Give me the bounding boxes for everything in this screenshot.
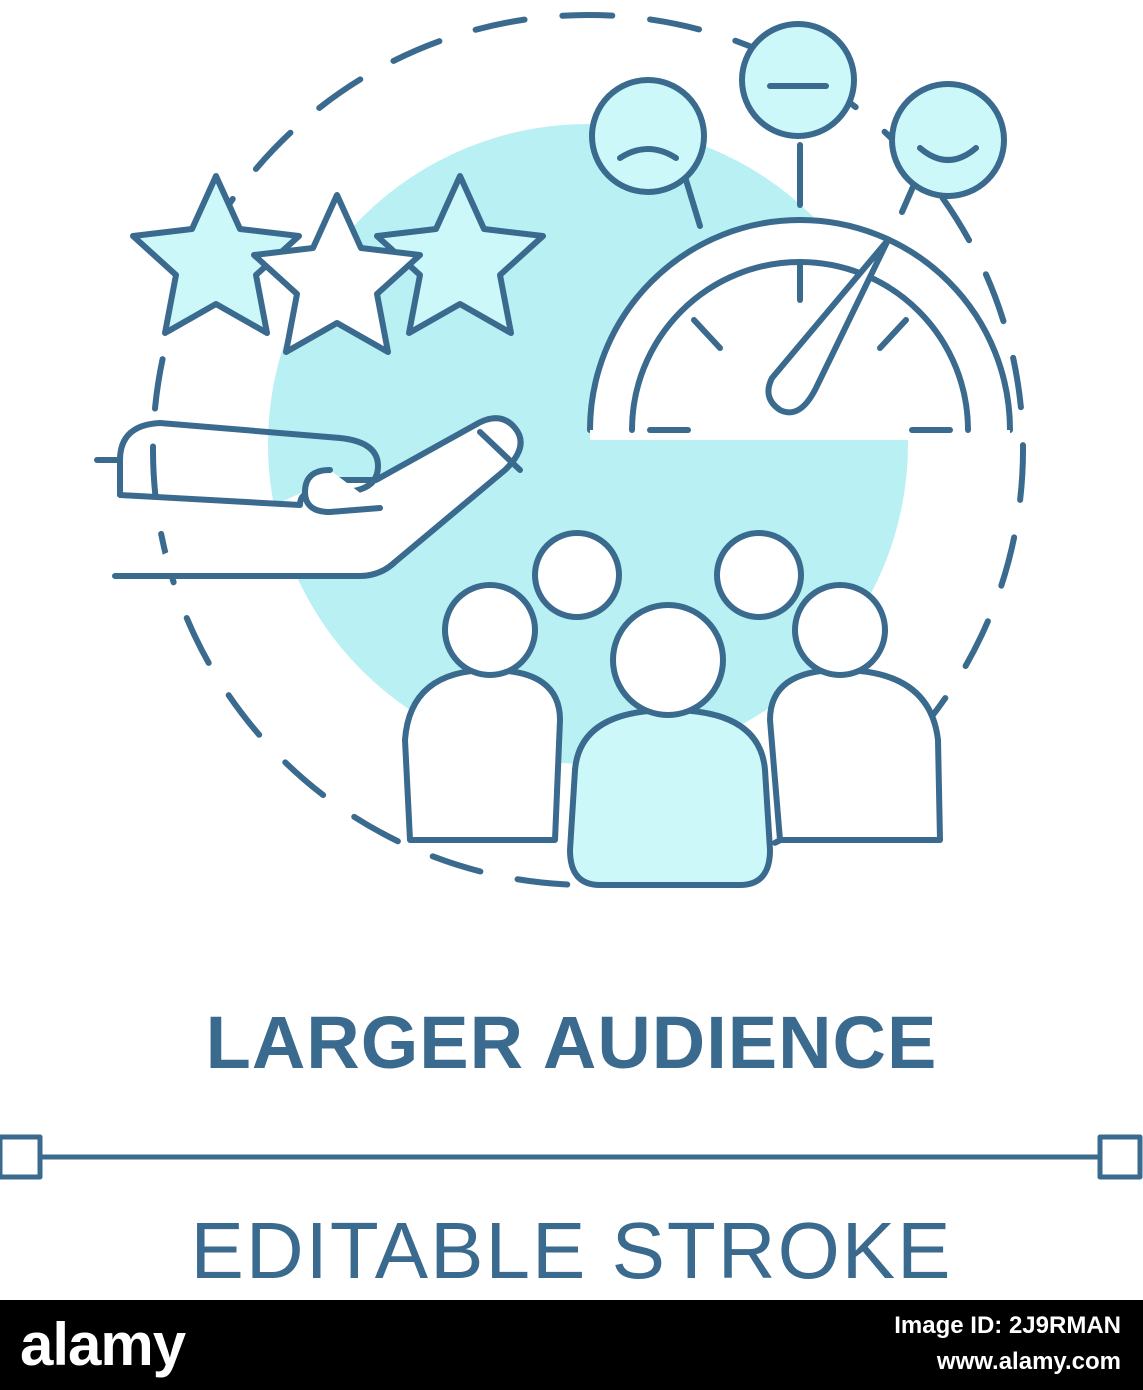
title: LARGER AUDIENCE bbox=[205, 1001, 938, 1084]
alamy-logo: alamy bbox=[20, 1311, 186, 1378]
editable-stroke-rule bbox=[0, 1134, 1143, 1180]
larger-audience-illustration bbox=[0, 12, 1143, 1180]
star-icon bbox=[251, 192, 423, 355]
gauge-icon bbox=[587, 142, 1013, 440]
footer-bar: alamy Image ID: 2J9RMAN www.alamy.com bbox=[0, 1300, 1143, 1390]
gauge-needle bbox=[765, 237, 891, 416]
sad-face-icon bbox=[589, 77, 707, 195]
stars-icon bbox=[130, 173, 546, 355]
image-id-label: Image ID: 2J9RMAN bbox=[894, 1312, 1121, 1339]
star-icon bbox=[130, 173, 302, 336]
site-url: www.alamy.com bbox=[936, 1348, 1121, 1375]
happy-face-icon bbox=[889, 81, 1007, 199]
dashed-circle-icon bbox=[150, 12, 1026, 888]
star-icon bbox=[374, 173, 546, 336]
image-id: Image ID: 2J9RMAN www.alamy.com bbox=[894, 1308, 1121, 1380]
neutral-face-icon bbox=[739, 21, 857, 139]
hand-icon bbox=[94, 415, 524, 579]
people-group-icon bbox=[402, 530, 943, 888]
subtitle: EDITABLE STROKE bbox=[190, 1206, 953, 1295]
